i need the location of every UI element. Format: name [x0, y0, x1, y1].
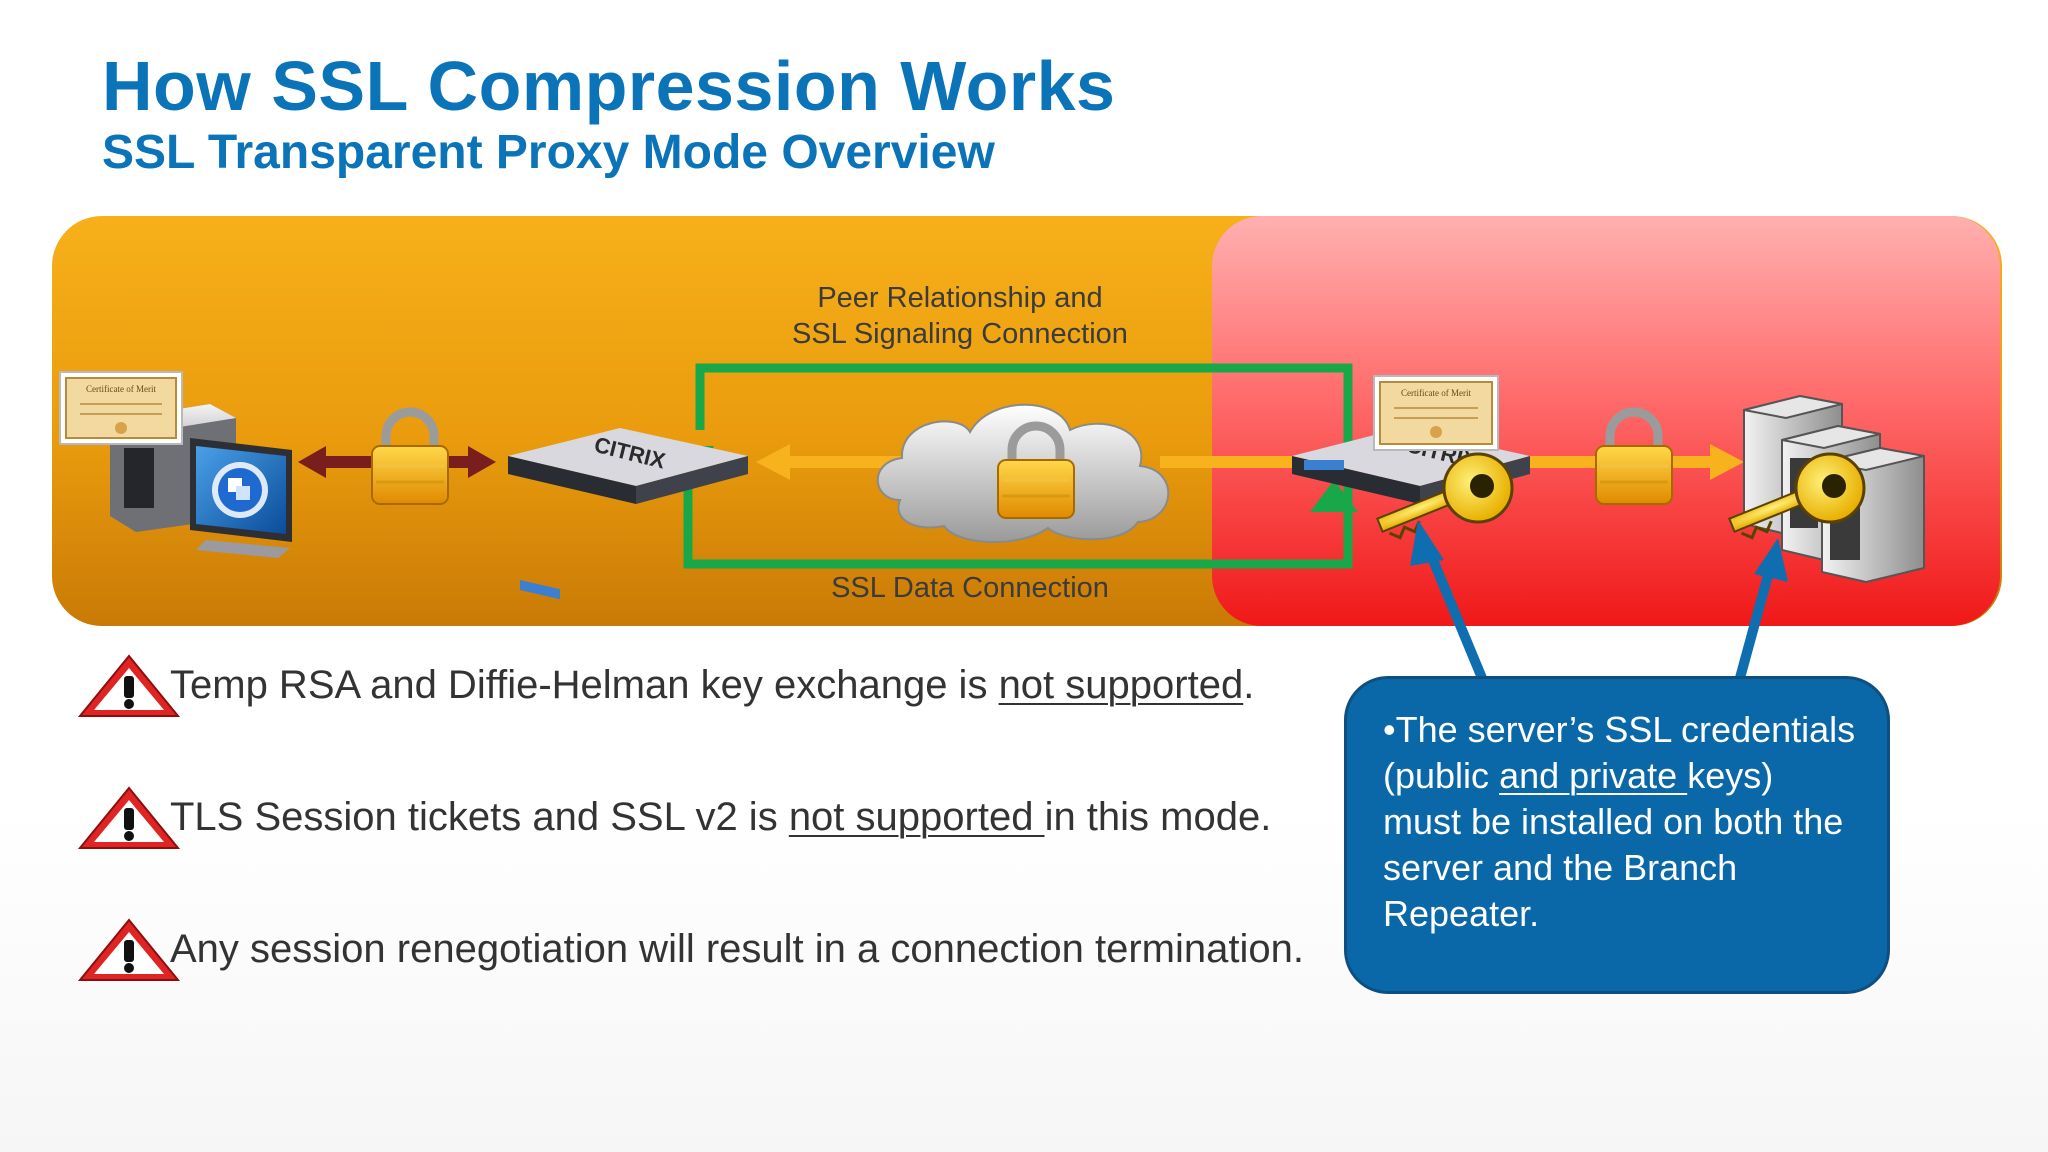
bullet-2-post: in this mode. [1044, 795, 1272, 839]
lock-icon [997, 421, 1075, 519]
credentials-callout: •The server’s SSL credentials (public an… [1344, 676, 1890, 994]
callout-line2-pre: (public [1383, 755, 1500, 796]
bullet-2-underlined: not supported [788, 795, 1045, 839]
bullet-1-post: . [1243, 663, 1255, 707]
lock-icon [1595, 407, 1673, 505]
key-icon [1376, 452, 1514, 540]
certificate-title: Certificate of Merit [1401, 388, 1471, 398]
warning-icon [78, 918, 180, 981]
peer-relationship-label: Peer Relationship and SSL Signaling Conn… [760, 280, 1160, 352]
bullet-3-text: Any session renegotiation will result in… [170, 927, 1304, 971]
warning-icon [78, 654, 180, 717]
orange-arrow-middle [1160, 456, 1300, 468]
maroon-arrowhead-left [298, 446, 326, 478]
callout-line1: •The server’s SSL credentials [1383, 709, 1856, 750]
bullet-1-text: Temp RSA and Diffie-Helman key exchange … [170, 663, 999, 707]
peer-label-line2: SSL Signaling Connection [792, 318, 1128, 350]
slide-title: How SSL Compression Works [102, 47, 1116, 125]
callout-line5: Repeater. [1383, 893, 1540, 934]
key-icon [1728, 452, 1866, 540]
maroon-arrowhead-right [468, 446, 496, 478]
callout-line2-post: keys) [1687, 755, 1774, 796]
bullet-2-text: TLS Session tickets and SSL v2 is [170, 795, 789, 839]
bullet-1-underlined: not supported [998, 663, 1244, 707]
ssl-data-connection-label: SSL Data Connection [831, 572, 1109, 604]
server-certificate-icon: Certificate of Merit [1373, 375, 1499, 451]
citrix-appliance-left-icon: CITRIX [508, 428, 748, 600]
certificate-title: Certificate of Merit [86, 384, 156, 394]
blue-arrow-to-appliance [1410, 520, 1487, 680]
lock-icon [371, 407, 449, 505]
green-arrowhead-right [1310, 480, 1358, 512]
callout-line3: must be installed on both the [1383, 801, 1844, 842]
callout-line2-underlined: and private [1499, 755, 1688, 796]
callout-line4: server and the Branch [1383, 847, 1738, 888]
slide-subtitle: SSL Transparent Proxy Mode Overview [102, 126, 995, 179]
orange-arrowhead-left [756, 444, 790, 480]
orange-arrowhead-right [1710, 444, 1744, 480]
callout-line2: (public and private keys) [1383, 753, 1887, 799]
warning-icon [78, 786, 180, 849]
client-certificate-icon: Certificate of Merit [59, 371, 183, 445]
peer-label-line1: Peer Relationship and [817, 282, 1103, 314]
blue-arrow-to-server [1735, 538, 1788, 680]
